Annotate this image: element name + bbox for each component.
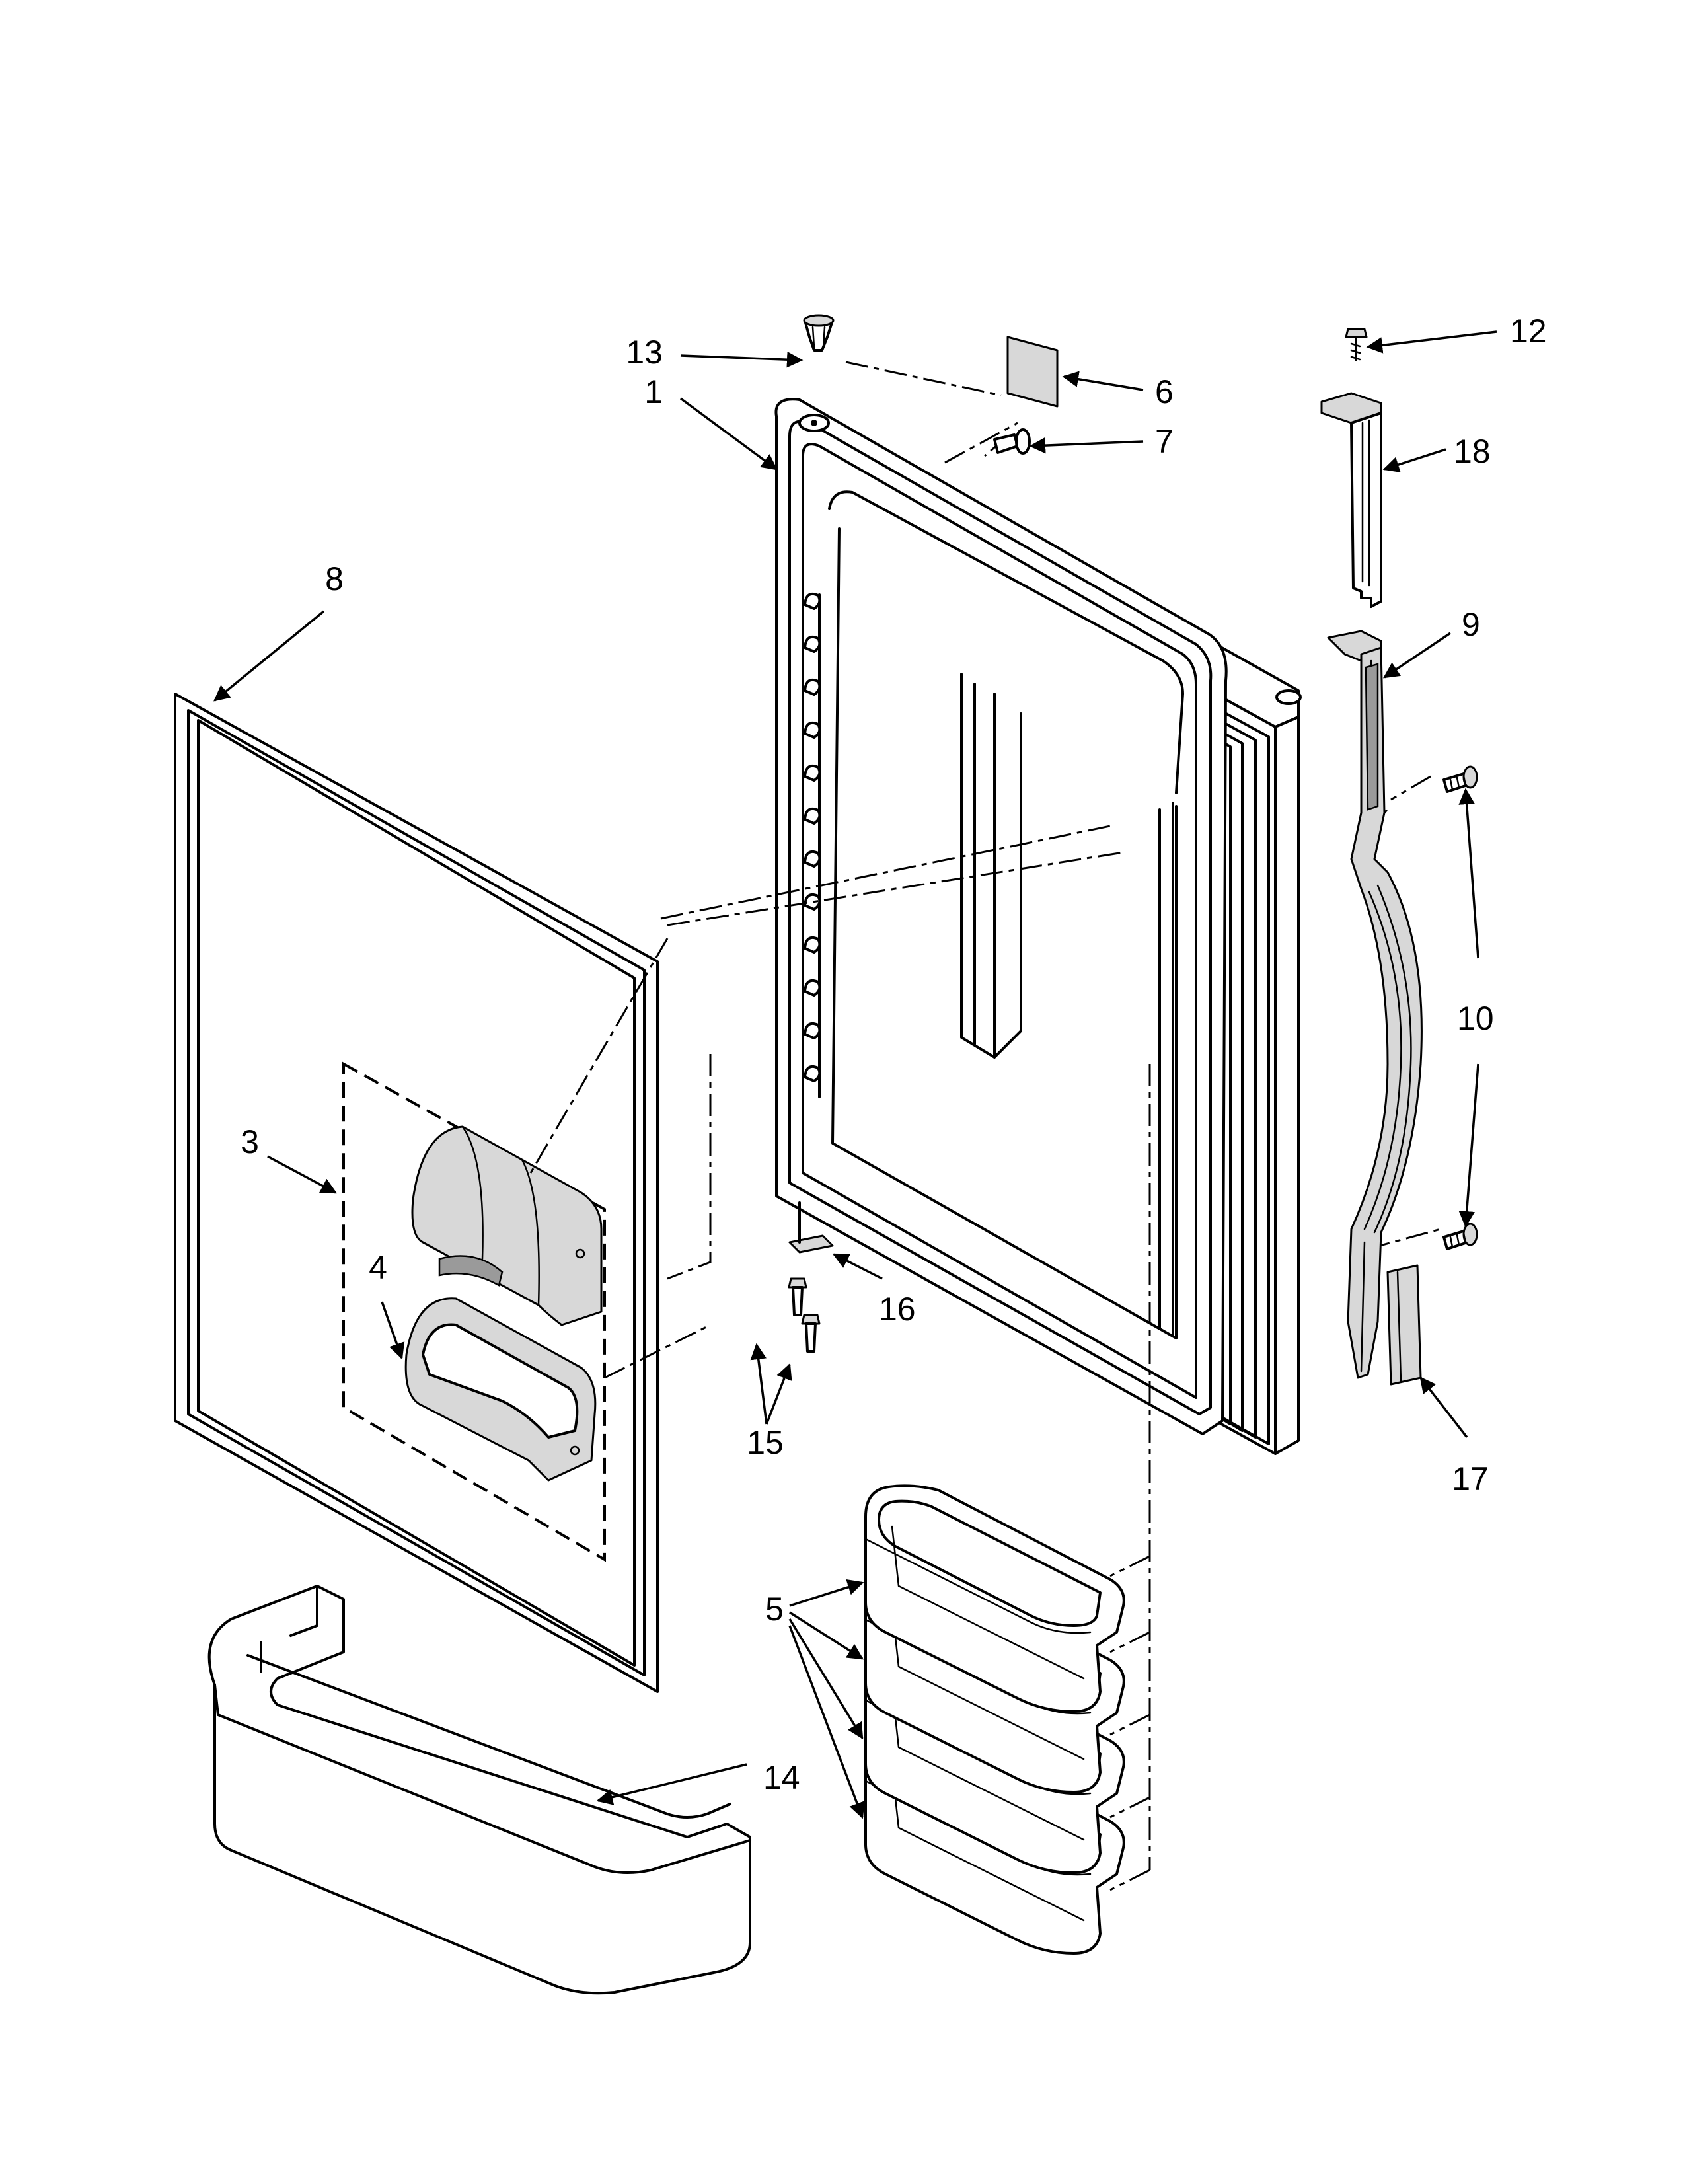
callout-17: 17 xyxy=(1452,1460,1489,1497)
shelf-peg xyxy=(804,850,821,868)
label-part-6 xyxy=(1006,336,1059,408)
shelf-peg xyxy=(804,635,821,653)
screws-part-15 xyxy=(788,1277,821,1353)
callout-1: 1 xyxy=(644,373,663,410)
shelf-peg xyxy=(804,592,821,610)
handle-part-9 xyxy=(1327,630,1423,1379)
callout-14: 14 xyxy=(763,1759,800,1796)
door-frame-part-1 xyxy=(774,398,1302,1455)
callout-5: 5 xyxy=(765,1591,784,1628)
shelf-peg xyxy=(804,764,821,782)
callout-3: 3 xyxy=(241,1123,259,1160)
peg-set xyxy=(804,592,821,1082)
screw-part-10-upper xyxy=(1442,765,1478,793)
shelf-peg xyxy=(804,807,821,825)
door-bin xyxy=(864,1484,1125,1713)
screw-part-10-lower xyxy=(1442,1223,1478,1250)
shelf-peg xyxy=(804,936,821,954)
callout-10: 10 xyxy=(1457,1000,1494,1037)
shelf-peg xyxy=(804,1065,821,1082)
callout-15: 15 xyxy=(747,1424,784,1461)
callout-4: 4 xyxy=(369,1249,387,1286)
shelf-peg xyxy=(804,678,821,696)
shelf-peg xyxy=(804,721,821,739)
callout-8: 8 xyxy=(325,560,344,597)
callout-9: 9 xyxy=(1462,606,1480,643)
callout-18: 18 xyxy=(1454,433,1491,470)
dispenser-module-upper xyxy=(411,1125,603,1326)
callout-7: 7 xyxy=(1155,423,1174,460)
callout-13: 13 xyxy=(626,334,663,371)
door-bins-part-5 xyxy=(864,1484,1125,1955)
callout-12: 12 xyxy=(1510,313,1547,350)
callout-16: 16 xyxy=(879,1291,916,1328)
shelf-peg xyxy=(804,979,821,997)
callout-6: 6 xyxy=(1155,373,1174,410)
shelf-pegs xyxy=(802,587,821,1098)
callout-labels: 13 1 6 7 12 18 9 10 8 3 4 16 15 17 5 14 xyxy=(241,313,1547,1796)
shelf-part-14 xyxy=(207,1585,751,1995)
clip-part-16 xyxy=(788,1201,834,1254)
bracket-part-18 xyxy=(1320,392,1382,608)
handle-grip-pattern xyxy=(1365,663,1379,811)
cover-part-17 xyxy=(1386,1264,1422,1386)
leader-lines xyxy=(213,330,1497,1819)
shelf-peg xyxy=(804,893,821,911)
bushing-part-13 xyxy=(803,314,835,352)
shelf-peg xyxy=(804,1022,821,1039)
screw-part-7 xyxy=(993,428,1031,455)
dispenser-assembly-part-3-4 xyxy=(342,1061,606,1562)
screw-part-12 xyxy=(1345,328,1368,361)
